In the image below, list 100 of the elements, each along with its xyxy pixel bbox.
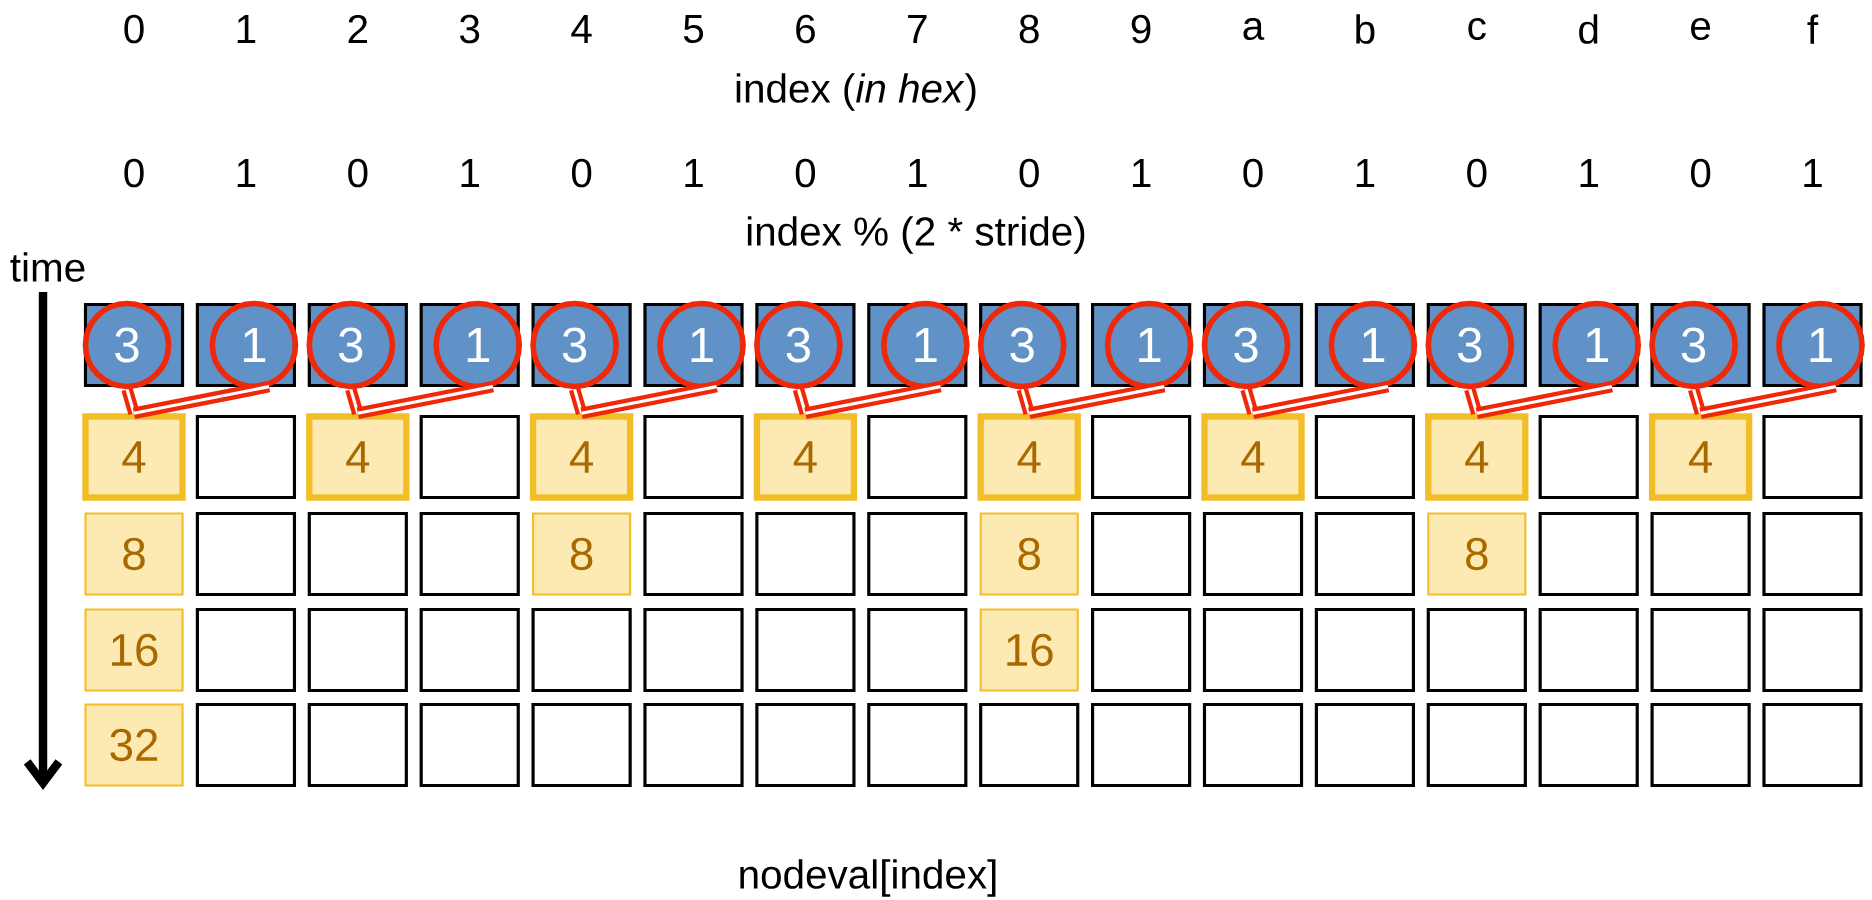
empty-cell xyxy=(195,702,296,788)
index-label: 1 xyxy=(1804,159,1822,187)
connector xyxy=(792,387,811,415)
index-label: 1 xyxy=(909,159,927,187)
empty-cell xyxy=(867,511,968,597)
index-label: 5 xyxy=(683,14,704,44)
empty-cell xyxy=(643,511,744,597)
empty-cell xyxy=(195,607,296,693)
value-cell: 4 xyxy=(1425,413,1529,501)
value-cell: 4 xyxy=(1648,413,1753,501)
index-label: c xyxy=(1468,17,1486,41)
value-cell: 8 xyxy=(532,512,632,596)
index-label: 1 xyxy=(685,159,703,187)
connector xyxy=(804,380,942,419)
connector xyxy=(1699,380,1837,419)
connector xyxy=(580,380,718,419)
empty-cell xyxy=(1426,607,1527,693)
empty-cell xyxy=(419,702,520,788)
empty-cell xyxy=(1762,511,1863,597)
empty-cell xyxy=(643,607,744,693)
empty-cell xyxy=(1314,511,1415,597)
value-cell: 8 xyxy=(979,512,1079,596)
index-label: 1 xyxy=(237,159,256,187)
empty-cell xyxy=(1314,607,1415,693)
empty-cell xyxy=(755,607,856,693)
empty-cell xyxy=(1091,414,1192,500)
empty-cell xyxy=(195,511,296,597)
empty-cell xyxy=(1538,511,1639,597)
empty-cell xyxy=(1538,702,1639,788)
index-label: 2 xyxy=(348,14,368,44)
empty-cell xyxy=(1314,414,1415,500)
connector xyxy=(1688,387,1707,415)
empty-cell xyxy=(755,511,856,597)
value-cell: 4 xyxy=(753,413,858,501)
value-cell: 8 xyxy=(84,512,184,596)
index-label: 0 xyxy=(124,14,144,44)
index-label: 1 xyxy=(1580,159,1598,187)
index-label: a xyxy=(1243,17,1265,41)
connector xyxy=(121,387,140,415)
connector xyxy=(132,380,271,419)
connector xyxy=(1475,380,1613,419)
empty-cell xyxy=(867,414,968,500)
axis-title: time xyxy=(10,252,85,282)
connector xyxy=(1028,380,1166,419)
connector xyxy=(356,380,494,419)
empty-cell xyxy=(1762,414,1863,500)
value-cell: 4 xyxy=(529,413,634,501)
axis-title: nodeval[index] xyxy=(740,859,996,897)
value-cell: 4 xyxy=(82,413,186,501)
empty-cell xyxy=(307,511,408,597)
index-label: 0 xyxy=(1243,158,1263,188)
value-cell: 4 xyxy=(306,413,410,501)
empty-cell xyxy=(531,607,632,693)
index-label: b xyxy=(1356,14,1375,44)
index-label: 1 xyxy=(1132,159,1151,187)
empty-cell xyxy=(1202,702,1304,788)
index-label: 4 xyxy=(571,15,592,43)
empty-cell xyxy=(419,414,520,500)
empty-cell xyxy=(867,702,968,788)
index-label: 1 xyxy=(461,159,479,187)
index-label: 7 xyxy=(908,15,927,43)
empty-cell xyxy=(531,702,632,788)
connector xyxy=(569,387,588,415)
empty-cell xyxy=(755,702,856,788)
connector xyxy=(345,387,364,415)
empty-cell xyxy=(1426,702,1527,788)
connector xyxy=(1016,387,1035,415)
index-label: 0 xyxy=(1019,158,1039,188)
connector xyxy=(1240,387,1259,415)
index-label: 3 xyxy=(460,14,480,44)
value-cell: 16 xyxy=(979,608,1079,692)
empty-cell xyxy=(643,414,744,500)
empty-cell xyxy=(1091,702,1192,788)
index-label: 0 xyxy=(1467,158,1487,188)
index-label: 0 xyxy=(1690,158,1711,188)
empty-cell xyxy=(867,607,968,693)
empty-cell xyxy=(643,702,744,788)
index-label: 8 xyxy=(1019,14,1039,44)
empty-cell xyxy=(1538,414,1639,500)
index-label: f xyxy=(1807,14,1819,44)
empty-cell xyxy=(1091,607,1192,693)
empty-cell xyxy=(1762,607,1863,693)
value-cell: 32 xyxy=(84,703,184,787)
empty-cell xyxy=(419,511,520,597)
empty-cell xyxy=(307,702,408,788)
empty-cell xyxy=(1202,511,1304,597)
index-label: 0 xyxy=(124,158,144,188)
empty-cell xyxy=(1202,607,1304,693)
empty-cell xyxy=(979,702,1080,788)
empty-cell xyxy=(1650,702,1751,788)
index-label: 1 xyxy=(237,15,256,43)
empty-cell xyxy=(1650,607,1751,693)
value-cell: 16 xyxy=(84,608,184,692)
index-label: d xyxy=(1579,14,1598,44)
index-label: e xyxy=(1691,17,1711,41)
empty-cell xyxy=(307,607,408,693)
axis-title: index (in hex) xyxy=(736,73,976,111)
connector xyxy=(1464,387,1483,415)
empty-cell xyxy=(195,414,296,500)
value-cell: 4 xyxy=(977,413,1081,501)
